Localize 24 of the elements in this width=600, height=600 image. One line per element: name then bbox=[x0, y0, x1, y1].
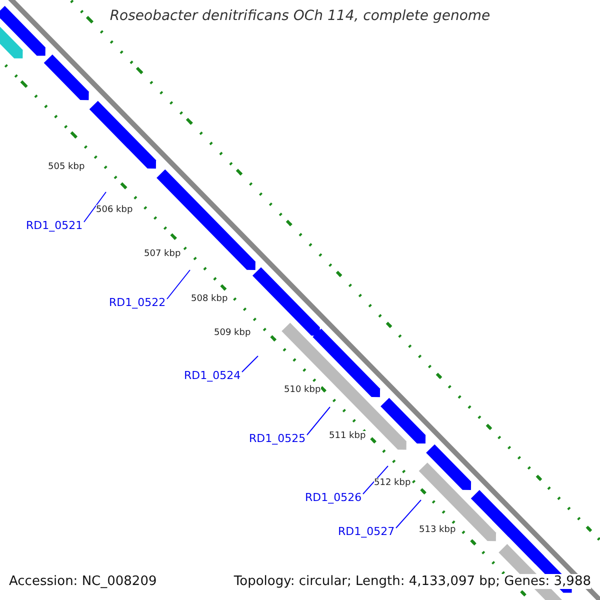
gene-label: RD1_0524 bbox=[184, 369, 241, 382]
leader-line bbox=[396, 500, 422, 528]
scale-label: 511 kbp bbox=[329, 431, 366, 441]
leader-line bbox=[84, 192, 106, 222]
scale-label: 512 kbp bbox=[374, 478, 411, 488]
gene-label: RD1_0527 bbox=[338, 525, 395, 538]
leader-line bbox=[306, 406, 330, 436]
scale-label: 507 kbp bbox=[144, 249, 181, 259]
leader-line bbox=[242, 356, 258, 372]
gene-label: RD1_0522 bbox=[109, 296, 166, 309]
genome-info-label: Topology: circular; Length: 4,133,097 bp; Genes: 3,988 bbox=[234, 574, 591, 589]
accession-label: Accession: NC_008209 bbox=[9, 574, 157, 589]
gene-label: RD1_0526 bbox=[305, 491, 362, 504]
leader-line bbox=[166, 270, 190, 300]
gene-label: RD1_0525 bbox=[249, 432, 306, 445]
scale-label: 509 kbp bbox=[214, 328, 251, 338]
scale-label: 505 kbp bbox=[48, 162, 85, 172]
scale-label: 508 kbp bbox=[191, 294, 228, 304]
scale-label: 506 kbp bbox=[96, 205, 133, 215]
leader-line bbox=[362, 466, 388, 494]
scale-label: 510 kbp bbox=[284, 385, 321, 395]
gene-label: RD1_0521 bbox=[26, 219, 83, 232]
title: Roseobacter denitrificans OCh 114, complete genome bbox=[108, 8, 492, 24]
scale-label: 513 kbp bbox=[419, 525, 456, 535]
